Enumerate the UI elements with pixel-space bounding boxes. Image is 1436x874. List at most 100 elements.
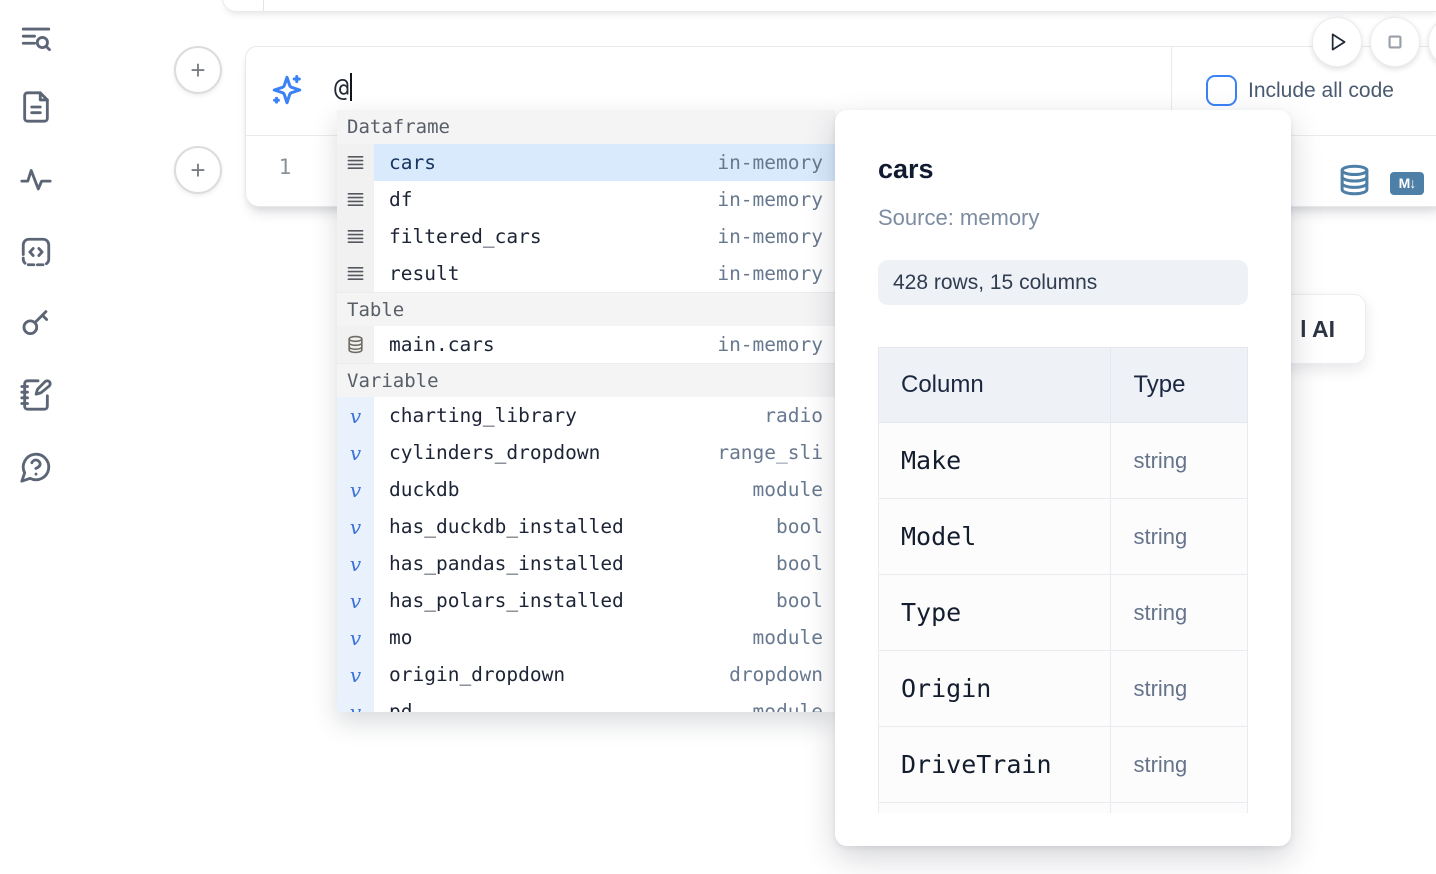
variable-icon: v <box>337 693 374 712</box>
schema-column-type: string <box>1110 726 1248 803</box>
help-chat-icon[interactable] <box>19 450 53 484</box>
previous-cell-edge <box>222 0 1436 12</box>
completion-item-filtered_cars[interactable]: filtered_cars in-memory <box>337 218 835 255</box>
completion-item-detail: module <box>752 626 823 649</box>
variable-icon: v <box>337 545 374 582</box>
previous-cell-divider <box>263 0 264 11</box>
table-icon <box>337 326 374 363</box>
completion-section-header: Table <box>337 292 835 326</box>
add-cell-below-button[interactable]: + <box>174 146 222 194</box>
completion-item-name: duckdb <box>389 478 460 501</box>
completion-item-detail: in-memory <box>717 225 823 248</box>
completion-item-detail: module <box>752 478 823 501</box>
completion-item-detail: radio <box>764 404 823 427</box>
dataframe-icon <box>337 218 374 255</box>
schema-header-type: Type <box>1110 347 1248 423</box>
notebook-pen-icon[interactable] <box>19 378 53 412</box>
include-all-code-checkbox[interactable] <box>1206 75 1237 106</box>
variable-icon: v <box>337 508 374 545</box>
completion-item-result[interactable]: result in-memory <box>337 255 835 292</box>
variable-icon: v <box>337 471 374 508</box>
completion-item-detail: range_sli <box>717 441 823 464</box>
completion-item-cylinders_dropdown[interactable]: v cylinders_dropdown range_sli <box>337 434 835 471</box>
add-cell-above-button[interactable]: + <box>174 46 222 94</box>
completion-item-name: pd <box>389 700 413 712</box>
dataframe-icon <box>337 144 374 181</box>
schema-column-type: string <box>1110 498 1248 575</box>
key-icon[interactable] <box>19 306 53 340</box>
prompt-options-divider <box>1171 47 1172 135</box>
schema-header-column: Column <box>878 347 1112 423</box>
completion-item-name: has_duckdb_installed <box>389 515 624 538</box>
completion-item-detail: in-memory <box>717 151 823 174</box>
completion-item-has_duckdb_installed[interactable]: v has_duckdb_installed bool <box>337 508 835 545</box>
preview-shape-badge: 428 rows, 15 columns <box>878 260 1248 305</box>
code-snippet-icon[interactable] <box>19 235 53 269</box>
dataframe-icon <box>337 255 374 292</box>
schema-column-type: string <box>1110 650 1248 727</box>
completion-item-pd[interactable]: v pd module <box>337 693 835 712</box>
completion-section-header: Variable <box>337 363 835 397</box>
completion-item-name: has_polars_installed <box>389 589 624 612</box>
completion-item-detail: in-memory <box>717 262 823 285</box>
completion-item-name: charting_library <box>389 404 577 427</box>
completion-item-detail: module <box>752 700 823 712</box>
completion-item-detail: bool <box>776 589 823 612</box>
preview-source: Source: memory <box>878 205 1040 230</box>
completion-item-name: result <box>389 262 460 285</box>
schema-column-name <box>878 802 1112 813</box>
completion-item-name: origin_dropdown <box>389 663 566 686</box>
variable-icon: v <box>337 582 374 619</box>
schema-column-type: string <box>1110 422 1248 499</box>
completion-item-detail: bool <box>776 552 823 575</box>
variable-icon: v <box>337 656 374 693</box>
completion-item-detail: bool <box>776 515 823 538</box>
database-icon[interactable] <box>1338 163 1371 197</box>
completion-item-name: cylinders_dropdown <box>389 441 601 464</box>
line-number: 1 <box>278 155 292 179</box>
completion-item-origin_dropdown[interactable]: v origin_dropdown dropdown <box>337 656 835 693</box>
schema-row-partial <box>878 802 1248 813</box>
schema-column-name: Type <box>878 574 1112 651</box>
variable-icon: v <box>337 434 374 471</box>
ai-prompt-input[interactable]: @ <box>334 73 353 102</box>
schema-column-name: DriveTrain <box>878 726 1112 803</box>
sidebar <box>0 0 72 874</box>
completion-item-name: df <box>389 188 413 211</box>
completion-item-detail: dropdown <box>729 663 823 686</box>
variable-icon: v <box>337 619 374 656</box>
dataframe-icon <box>337 181 374 218</box>
stop-icon <box>1388 35 1402 49</box>
list-search-icon[interactable] <box>19 22 53 56</box>
completion-item-name: filtered_cars <box>389 225 542 248</box>
dataframe-preview-popup: cars Source: memory 428 rows, 15 columns… <box>835 110 1291 846</box>
completion-item-detail: in-memory <box>717 188 823 211</box>
text-caret <box>350 73 353 101</box>
activity-icon[interactable] <box>19 162 53 196</box>
completion-item-df[interactable]: df in-memory <box>337 181 835 218</box>
schema-column-type: string <box>1110 574 1248 651</box>
schema-column-name: Model <box>878 498 1112 575</box>
include-all-code-label: Include all code <box>1248 79 1394 102</box>
file-text-icon[interactable] <box>19 90 53 124</box>
completion-item-has_polars_installed[interactable]: v has_polars_installed bool <box>337 582 835 619</box>
run-cell-button[interactable] <box>1312 17 1362 67</box>
completion-section-header: Dataframe <box>337 110 835 144</box>
schema-column-name: Origin <box>878 650 1112 727</box>
markdown-icon[interactable]: M↓ <box>1390 172 1424 195</box>
stop-cell-button[interactable] <box>1370 17 1420 67</box>
